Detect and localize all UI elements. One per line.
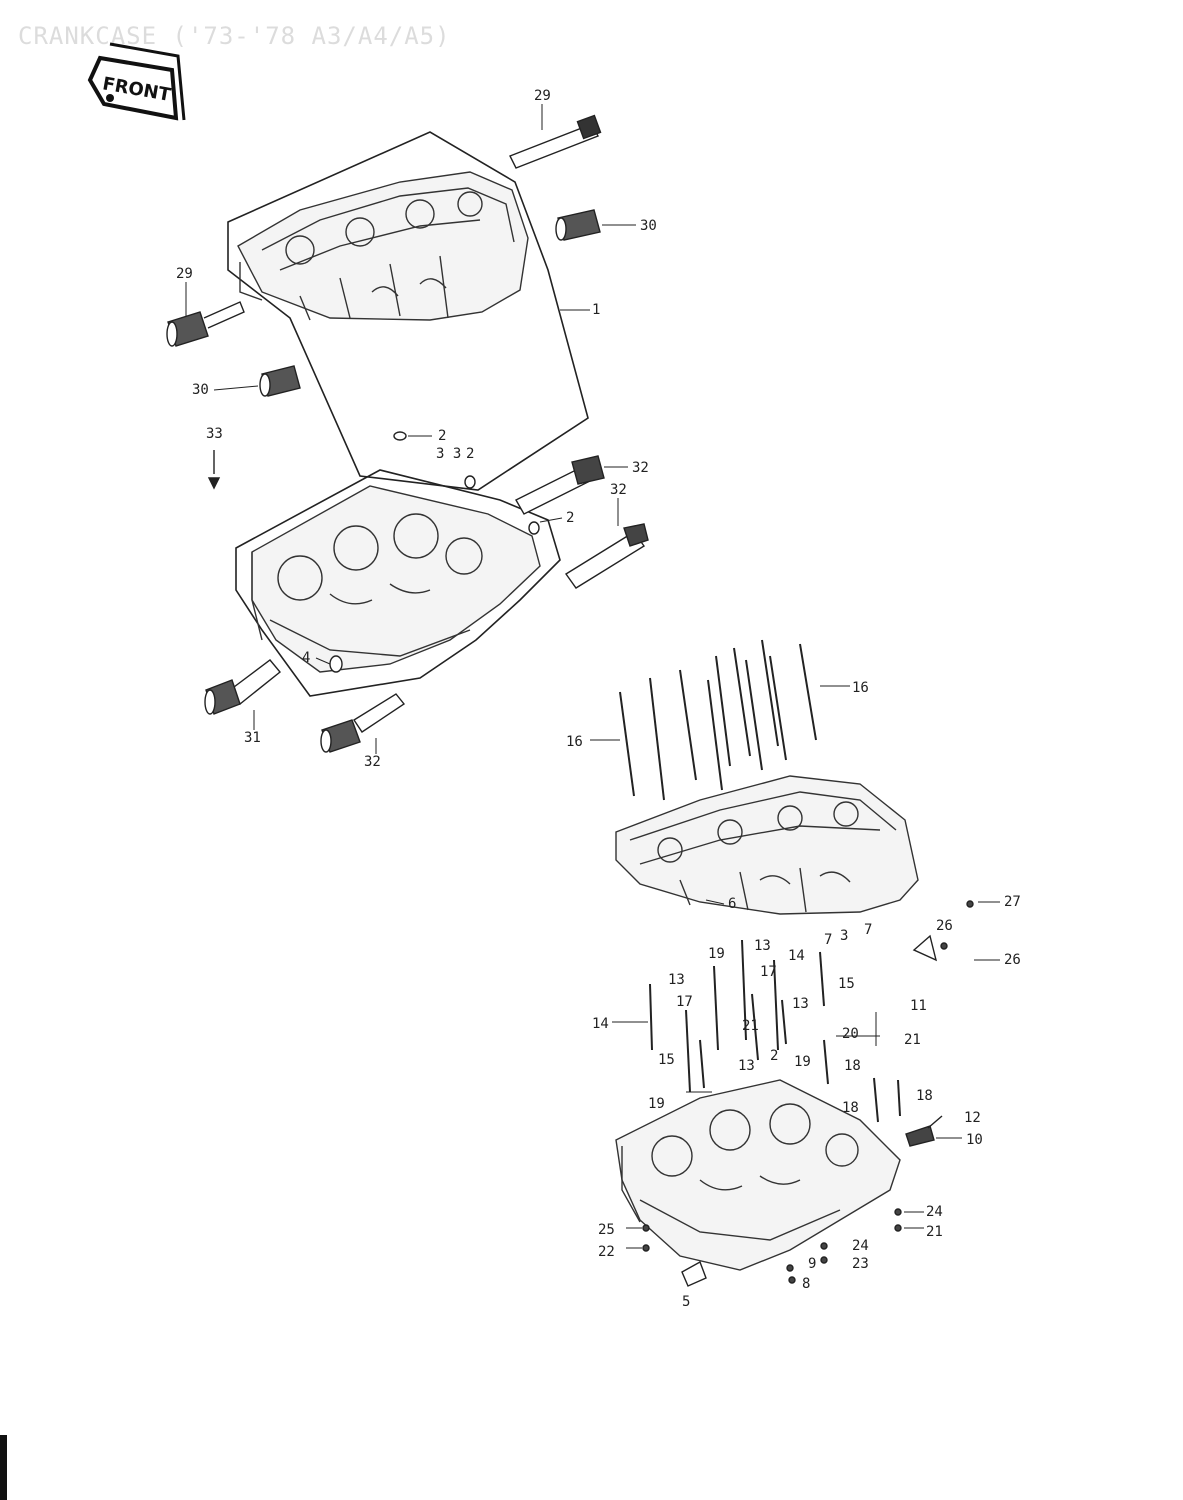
bolt-33 <box>207 450 221 490</box>
label-23: 23 <box>852 1256 869 1272</box>
upper-crankcase-outline <box>227 131 589 491</box>
label-13-c: 13 <box>792 996 809 1012</box>
label-17-a: 17 <box>760 964 777 980</box>
label-2-top: 2 <box>438 428 446 444</box>
right-lower-crankcase-body <box>615 1079 901 1271</box>
label-32-bottom: 32 <box>364 754 381 770</box>
label-30-left: 30 <box>192 382 209 398</box>
label-16-left: 16 <box>566 734 583 750</box>
label-31: 31 <box>244 730 261 746</box>
label-20: 20 <box>842 1026 859 1042</box>
label-3: 3 <box>840 928 848 944</box>
label-32-right: 32 <box>610 482 627 498</box>
label-2-right: 2 <box>566 510 574 526</box>
label-13-b: 13 <box>668 972 685 988</box>
label-19-b: 19 <box>794 1054 811 1070</box>
small-parts <box>642 900 974 1287</box>
label-12: 12 <box>964 1110 981 1126</box>
label-27: 27 <box>1004 894 1021 910</box>
label-11: 11 <box>910 998 927 1014</box>
label-29-top: 29 <box>534 88 551 104</box>
label-21-b: 21 <box>904 1032 921 1048</box>
front-arrow-icon: FRONT <box>87 42 186 121</box>
stud-32-bottom <box>320 693 406 753</box>
leader-lines <box>185 104 1000 1249</box>
label-32-top: 32 <box>632 460 649 476</box>
label-18-a: 18 <box>844 1058 861 1074</box>
label-29-left: 29 <box>176 266 193 282</box>
bolts-16 <box>619 639 817 801</box>
bolts-13-21 <box>649 939 901 1123</box>
label-26-b: 26 <box>1004 952 1021 968</box>
label-1: 1 <box>592 302 600 318</box>
label-17-b: 17 <box>676 994 693 1010</box>
label-33: 33 <box>206 426 223 442</box>
label-5: 5 <box>682 1294 690 1310</box>
sleeve-30-left <box>259 365 301 397</box>
label-18-c: 18 <box>916 1088 933 1104</box>
label-14-b: 14 <box>592 1016 609 1032</box>
label-13-a: 13 <box>754 938 771 954</box>
dowel-pins-2 <box>393 431 540 535</box>
label-4: 4 <box>302 650 310 666</box>
label-6: 6 <box>728 896 736 912</box>
stud-31-bottom <box>204 659 281 715</box>
label-24-a: 24 <box>926 1204 943 1220</box>
label-15-b: 15 <box>658 1052 675 1068</box>
label-33-top: 3 3 <box>436 446 461 462</box>
right-upper-crankcase-body <box>615 775 919 915</box>
label-8: 8 <box>802 1276 810 1292</box>
upper-crankcase-body <box>237 171 529 321</box>
label-10: 10 <box>966 1132 983 1148</box>
sleeve-30-top <box>555 209 601 241</box>
diagram-title: CRANKCASE ('73-'78 A3/A4/A5) <box>18 22 451 50</box>
label-25: 25 <box>598 1222 615 1238</box>
stud-29-top <box>509 114 602 169</box>
part-labels: 29 30 1 29 30 33 2 3 3 2 32 32 2 4 31 32… <box>176 88 1021 1310</box>
dowel-4 <box>329 655 343 673</box>
label-19-c: 19 <box>648 1096 665 1112</box>
label-14-a: 14 <box>788 948 805 964</box>
label-18-b: 18 <box>842 1100 859 1116</box>
label-7b: 7 <box>864 922 872 938</box>
label-30-top: 30 <box>640 218 657 234</box>
label-15: 15 <box>838 976 855 992</box>
label-19-a: 19 <box>708 946 725 962</box>
label-26-a: 26 <box>936 918 953 934</box>
lower-crankcase-body <box>251 485 541 673</box>
label-21-c: 21 <box>926 1224 943 1240</box>
label-16-right: 16 <box>852 680 869 696</box>
label-22: 22 <box>598 1244 615 1260</box>
page-edge-mark <box>0 1435 7 1500</box>
stud-32-right <box>564 523 649 589</box>
label-2-low: 2 <box>770 1048 778 1064</box>
label-9: 9 <box>808 1256 816 1272</box>
stud-32-right-top <box>515 455 605 515</box>
label-24-b: 24 <box>852 1238 869 1254</box>
label-7: 7 <box>824 932 832 948</box>
label-13-d: 13 <box>738 1058 755 1074</box>
sleeve-29-left <box>166 301 245 347</box>
label-21-a: 21 <box>742 1018 759 1034</box>
label-2-mid: 2 <box>466 446 474 462</box>
